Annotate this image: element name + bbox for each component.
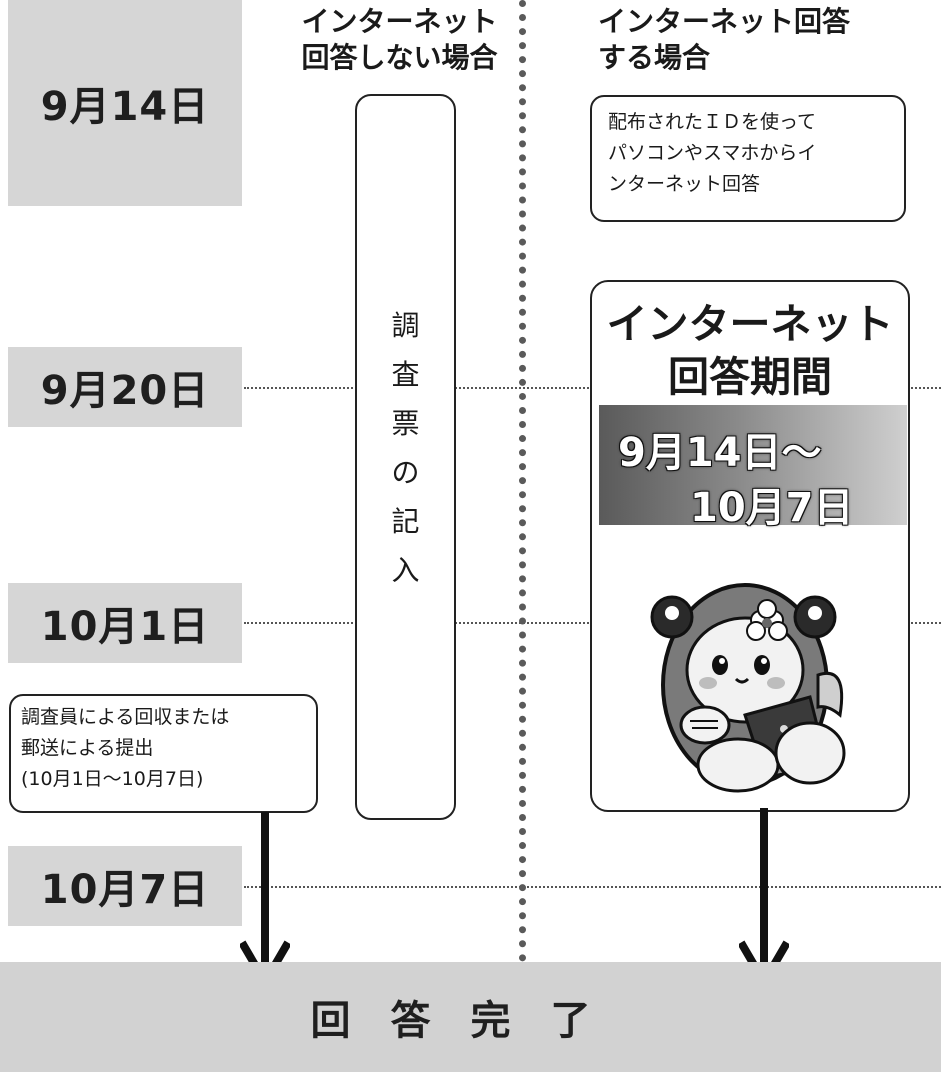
right-heading-line2: する場合 xyxy=(598,41,711,74)
guide-line-oct7 xyxy=(244,886,941,888)
collection-note-line1: 調査員による回収または xyxy=(21,706,230,728)
left-heading-line1: インターネット xyxy=(301,5,498,38)
collection-note: 調査員による回収または 郵送による提出 (10月1日～10月7日) xyxy=(9,694,318,813)
left-heading-line2: 回答しない場合 xyxy=(301,41,498,74)
id-note-line3: ンターネット回答 xyxy=(608,173,761,195)
collection-note-line3: (10月1日～10月7日) xyxy=(21,768,204,790)
date-oct1: 10月1日 xyxy=(8,583,242,663)
survey-fill-box: 調査票の記入 xyxy=(355,94,456,820)
id-usage-note: 配布されたＩＤを使って パソコンやスマホからイ ンターネット回答 xyxy=(590,95,906,222)
mascot-with-laptop-illustration xyxy=(650,583,846,793)
date-oct7: 10月7日 xyxy=(8,846,242,926)
left-column-heading: インターネット 回答しない場合 xyxy=(282,4,517,76)
completion-banner: 回答完了 xyxy=(0,962,941,1072)
period-title-line1: インターネット xyxy=(606,300,894,348)
period-range-band xyxy=(599,405,907,525)
survey-fill-label: 調査票の記入 xyxy=(391,309,420,587)
collection-note-line2: 郵送による提出 xyxy=(21,737,154,759)
date-sep14: 9月14日 xyxy=(8,0,242,206)
period-title-line2: 回答期間 xyxy=(668,353,832,401)
period-range-end: 10月7日 xyxy=(690,485,854,531)
id-note-line1: 配布されたＩＤを使って xyxy=(608,111,817,133)
column-divider xyxy=(519,0,526,962)
period-range-start: 9月14日～ xyxy=(618,430,822,476)
right-column-heading: インターネット回答 する場合 xyxy=(598,4,928,76)
date-sep20: 9月20日 xyxy=(8,347,242,427)
right-heading-line1: インターネット回答 xyxy=(598,5,851,38)
id-note-line2: パソコンやスマホからイ xyxy=(608,142,817,164)
